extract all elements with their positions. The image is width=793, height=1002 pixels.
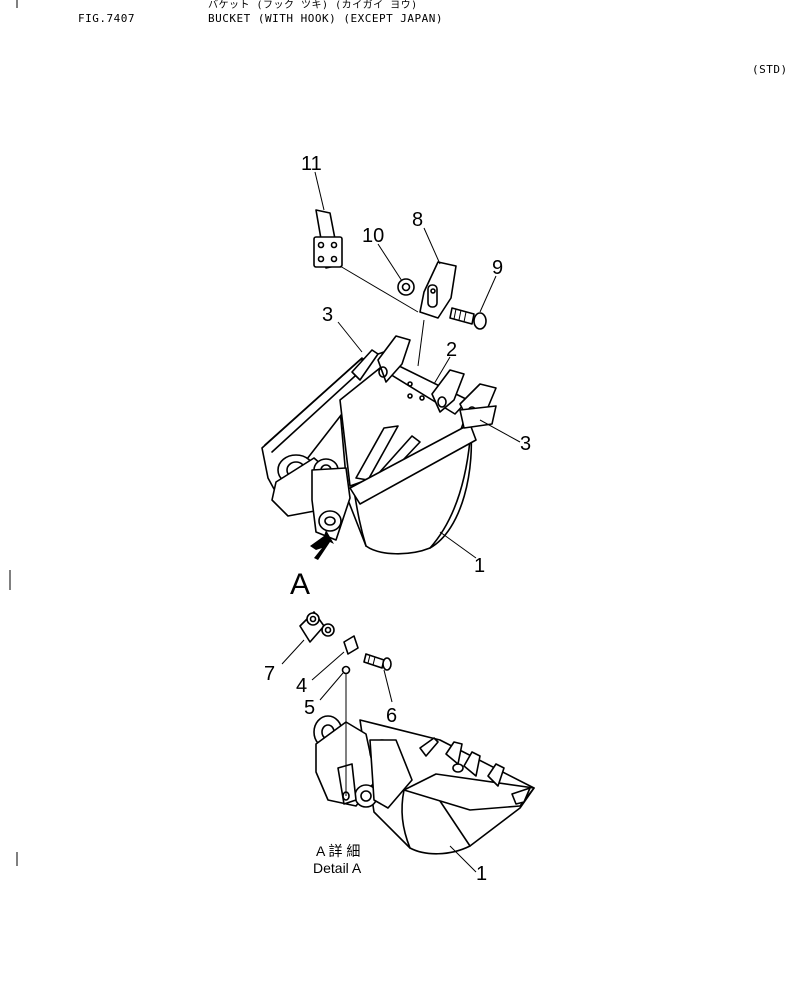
part-7-plate (299, 611, 325, 643)
part-6-bolt (363, 653, 392, 671)
callout-10: 10 (362, 225, 384, 247)
part-8-hook (419, 261, 457, 319)
callout-11: 11 (301, 153, 322, 175)
part-4-clip (343, 635, 359, 655)
title-kana: バケット (フック ツキ) (カイガイ ヨウ) (208, 0, 418, 11)
callout-3-right: 3 (520, 433, 531, 455)
scan-edge-marks (9, 0, 18, 866)
callout-6: 6 (386, 705, 397, 727)
part-1-bucket-body (261, 335, 497, 555)
leader-lines-detail (281, 639, 477, 873)
part-1-bucket-detail (313, 715, 535, 855)
detail-a-assembly: 7 4 5 6 1 (264, 611, 535, 885)
part-11-plate (313, 209, 343, 269)
view-marker-a: A (290, 568, 310, 601)
detail-caption-english: Detail A (313, 860, 362, 876)
spec-label: (STD) (752, 63, 788, 76)
figure-title: BUCKET (WITH HOOK) (EXCEPT JAPAN) (208, 12, 444, 25)
detail-caption-japanese: A 詳 細 (316, 843, 361, 859)
part-5-pin (341, 665, 351, 675)
detail-washer (321, 623, 335, 637)
callout-1-detail: 1 (476, 863, 487, 885)
callout-9: 9 (492, 257, 503, 279)
callout-3-upper-left: 3 (322, 304, 333, 326)
callout-4: 4 (296, 675, 307, 697)
upper-bucket-assembly: 11 10 8 9 3 2 3 1 A (261, 153, 531, 601)
callout-5: 5 (304, 697, 315, 719)
leader-lines-upper (314, 171, 521, 559)
view-a-arrow (310, 530, 334, 560)
callout-2: 2 (446, 339, 457, 361)
callout-8: 8 (412, 209, 423, 231)
part-9-bolt (449, 307, 487, 330)
callout-7: 7 (264, 663, 275, 685)
fig-number: FIG.7407 (78, 12, 135, 25)
part-10-nut (397, 278, 415, 296)
callout-1-upper: 1 (474, 555, 485, 577)
